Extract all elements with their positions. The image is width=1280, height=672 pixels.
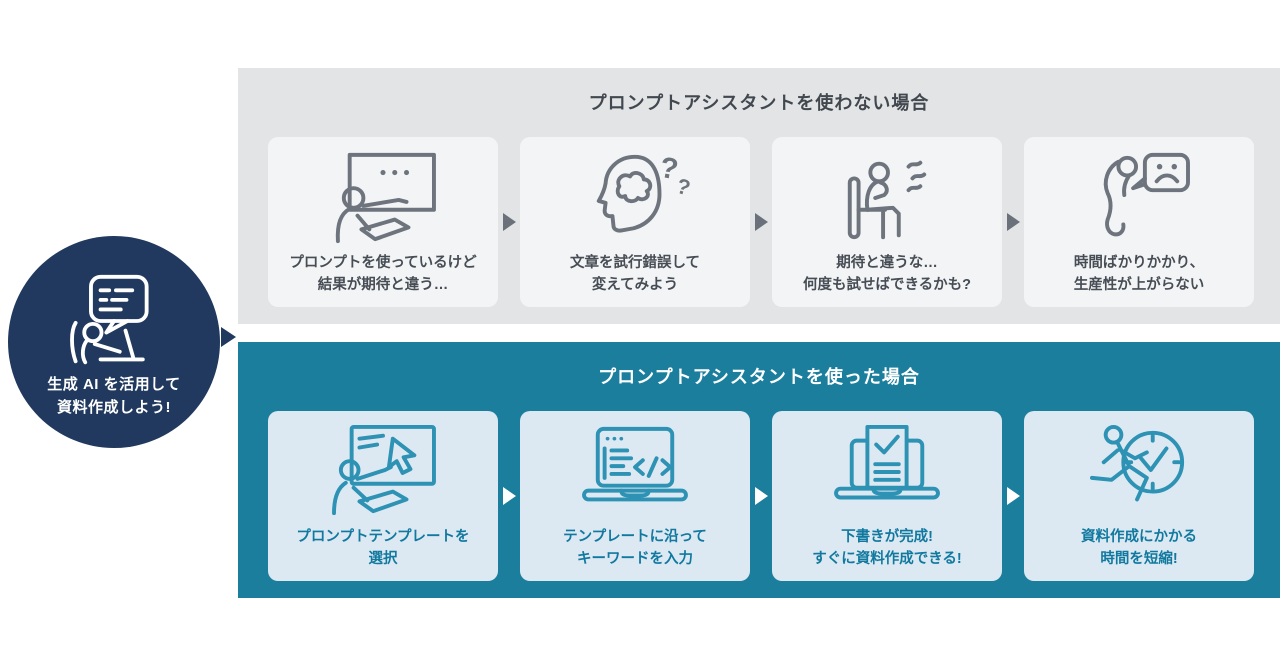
panel-without-assistant: プロンプトアシスタントを使わない場合 プロンプトを使っているけど 結果が期待と違… — [238, 68, 1280, 324]
flow-arrow-icon — [502, 213, 516, 231]
frustrated-sitting-icon — [826, 147, 948, 249]
with-steps-row: プロンプトテンプレートを 選択 — [268, 411, 1254, 581]
flow-arrow-icon — [1006, 487, 1020, 505]
step-card-without-4: 時間ばかりかかり、 生産性が上がらない — [1024, 137, 1254, 307]
step-label: プロンプトテンプレートを 選択 — [296, 529, 470, 568]
step-label: 下書きが完成! すぐに資料作成できる! — [812, 529, 962, 568]
step-card-with-1: プロンプトテンプレートを 選択 — [268, 411, 498, 581]
time-saving-icon — [1078, 421, 1200, 523]
head-question-icon: ? ? — [574, 147, 696, 249]
laptop-code-icon — [574, 421, 696, 523]
svg-text:?: ? — [657, 151, 680, 187]
step-label: プロンプトを使っているけど 結果が期待と違う… — [289, 255, 477, 294]
intro-label: 生成 AI を活用して 資料作成しよう! — [47, 376, 181, 416]
step-card-without-3: 期待と違うな… 何度も試せばできるかも? — [772, 137, 1002, 307]
step-card-with-3: 下書きが完成! すぐに資料作成できる! — [772, 411, 1002, 581]
select-template-icon — [322, 421, 444, 523]
flow-arrow-icon — [1006, 213, 1020, 231]
step-label: テンプレートに沿って キーワードを入力 — [563, 529, 707, 568]
flow-arrow-icon — [754, 213, 768, 231]
draft-complete-icon — [826, 421, 948, 523]
chat-person-icon — [70, 274, 149, 365]
step-label: 資料作成にかかる 時間を短縮! — [1081, 529, 1197, 568]
step-card-with-2: テンプレートに沿って キーワードを入力 — [520, 411, 750, 581]
step-label: 期待と違うな… 何度も試せばできるかも? — [802, 255, 972, 294]
step-card-without-2: ? ? 文章を試行錯誤して 変えてみよう — [520, 137, 750, 307]
step-label: 文章を試行錯誤して 変えてみよう — [569, 255, 701, 294]
flow-arrow-icon — [502, 487, 516, 505]
panel-with-title: プロンプトアシスタントを使った場合 — [598, 367, 920, 387]
intro-arrow-icon — [221, 327, 236, 347]
panel-with-assistant: プロンプトアシスタントを使った場合 プロンプトテンプレートを 選択 — [238, 342, 1280, 598]
step-card-with-4: 資料作成にかかる 時間を短縮! — [1024, 411, 1254, 581]
panel-without-title: プロンプトアシスタントを使わない場合 — [588, 93, 930, 113]
flow-arrow-icon — [754, 487, 768, 505]
exhausted-person-icon — [1078, 147, 1200, 249]
step-label: 時間ばかりかかり、 生産性が上がらない — [1073, 255, 1205, 294]
step-card-without-1: プロンプトを使っているけど 結果が期待と違う… — [268, 137, 498, 307]
without-steps-row: プロンプトを使っているけど 結果が期待と違う… ? ? 文章を試行錯誤して 変え… — [268, 137, 1254, 307]
intro-bubble: 生成 AI を活用して 資料作成しよう! — [8, 236, 220, 448]
presenter-monitor-icon — [322, 147, 444, 249]
svg-text:?: ? — [674, 173, 694, 201]
